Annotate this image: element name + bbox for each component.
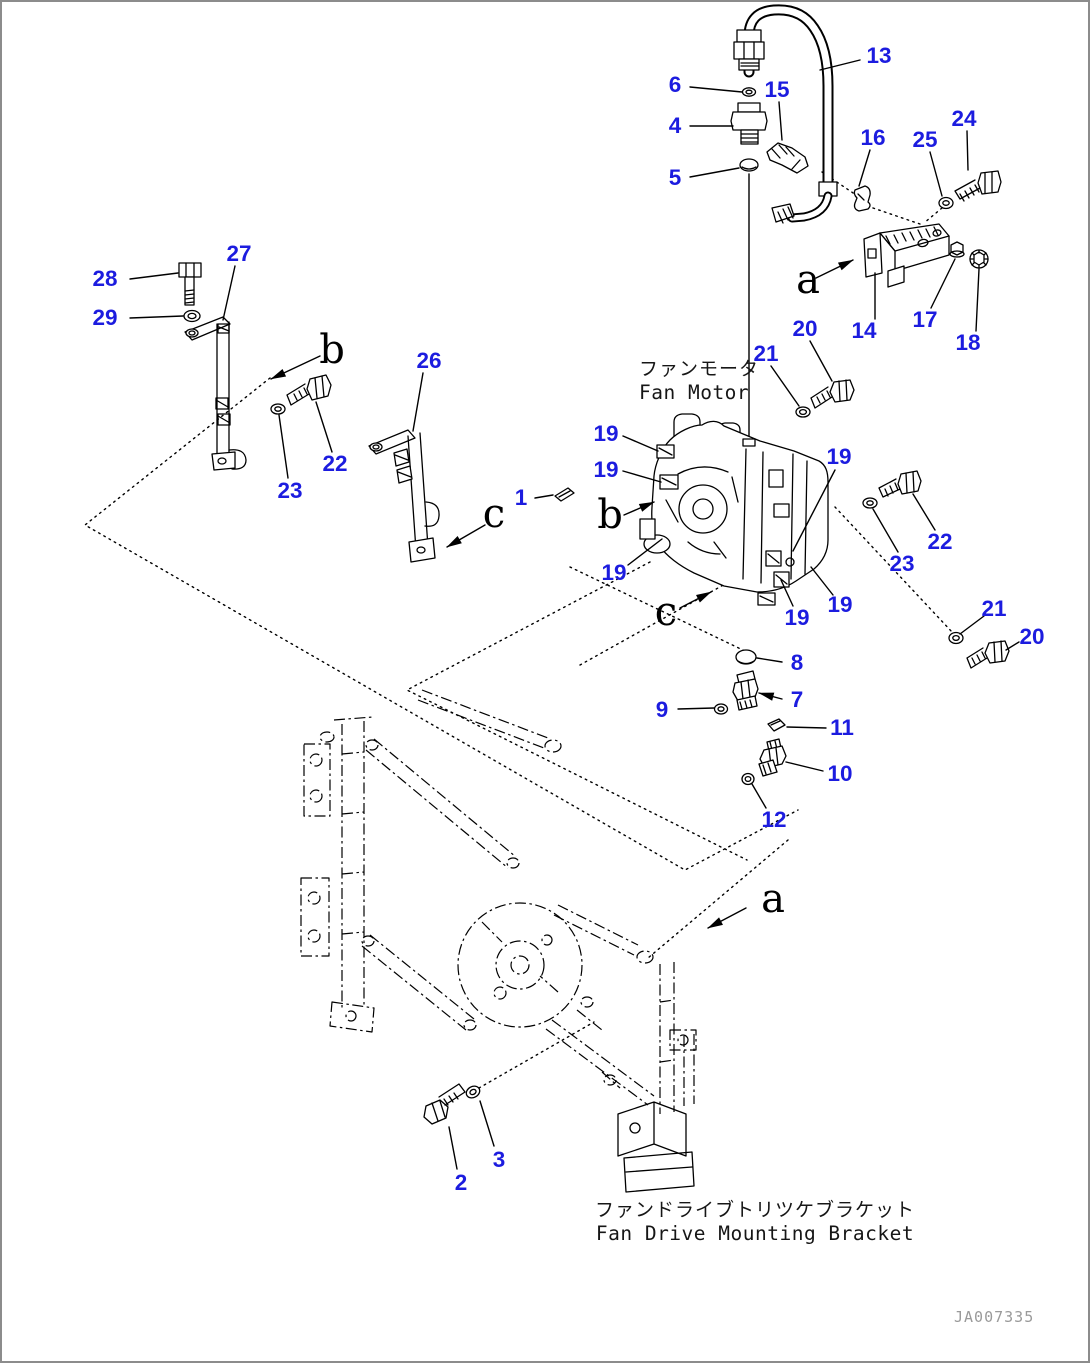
callout-18: 18 [955,330,981,355]
drawing-id: JA007335 [954,1308,1035,1326]
fan-motor-label-en: Fan Motor [639,381,750,404]
callout-12: 12 [761,807,787,832]
callout-5: 5 [668,165,682,190]
callout-7: 7 [790,687,804,712]
view-letter-b: b [597,492,623,538]
fan-motor-art [639,413,829,606]
callout-14: 14 [851,318,877,343]
view-letter-c: c [654,589,678,635]
fan-motor-label: ファンモータ Fan Motor [639,354,759,404]
callout-19: 19 [827,592,853,617]
callout-24: 24 [951,106,977,131]
callout-3: 3 [492,1147,506,1172]
left-brackets-art [178,262,575,563]
view-letter-b: b [319,327,345,373]
callout-19: 19 [593,421,619,446]
view-letter-a: a [796,257,820,303]
callout-23: 23 [889,551,915,576]
callout-13: 13 [866,43,892,68]
callout-4: 4 [668,113,682,138]
leader-lines [129,59,1020,1170]
callout-19: 19 [601,560,627,585]
callout-17: 17 [912,307,938,332]
callout-10: 10 [827,761,853,786]
hose-assembly-art [730,4,1002,440]
mounting-bracket-label-jp: ファンドライブトリツケブラケット [594,1199,916,1221]
callout-19: 19 [826,444,852,469]
callout-21: 21 [753,341,779,366]
callout-22: 22 [927,529,953,554]
callout-20: 20 [1019,624,1045,649]
callout-21: 21 [981,596,1007,621]
callout-9: 9 [655,697,669,722]
callout-29: 29 [92,305,118,330]
callout-2: 2 [454,1170,468,1195]
callout-22: 22 [322,451,348,476]
callout-16: 16 [860,125,886,150]
callout-15: 15 [764,77,790,102]
callout-11: 11 [830,715,854,740]
fan-drive-mounting-bracket-art [300,689,697,1193]
callout-8: 8 [790,650,804,675]
view-arrows [270,259,854,929]
callout-28: 28 [92,266,118,291]
callout-6: 6 [668,72,682,97]
callout-19: 19 [784,605,810,630]
callout-20: 20 [792,316,818,341]
callout-25: 25 [912,127,938,152]
callout-26: 26 [416,348,442,373]
callout-1: 1 [514,485,528,510]
mounting-bracket-label-en: Fan Drive Mounting Bracket [595,1222,915,1245]
fan-motor-label-jp: ファンモータ [639,358,760,380]
callout-23: 23 [277,478,303,503]
view-letter-a: a [761,876,785,922]
mounting-bracket-label: ファンドライブトリツケブラケット Fan Drive Mounting Brac… [595,1195,915,1245]
callout-27: 27 [226,241,252,266]
callout-19: 19 [593,457,619,482]
view-letter-c: c [482,491,506,537]
fasteners-fittings-art [423,379,1010,1125]
